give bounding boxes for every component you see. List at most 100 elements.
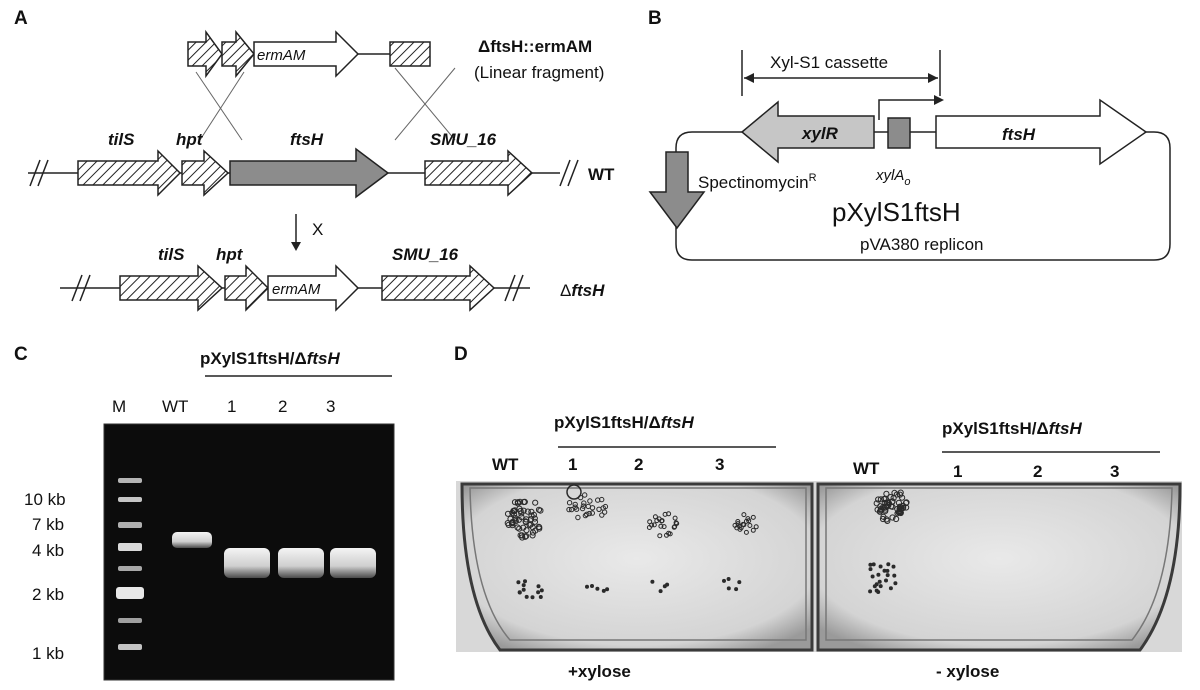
plate-right-lane-1: 1	[953, 462, 962, 481]
colony	[647, 519, 653, 525]
plate-left-header: pXylS1ftsH/ΔftsH	[554, 413, 694, 432]
plate-left-condition: +xylose	[568, 662, 631, 681]
mutant-locus: ermAM tilS hpt SMU_16	[60, 245, 530, 312]
fragment-note: (Linear fragment)	[474, 63, 604, 82]
marker-label-4kb: 4 kb	[32, 541, 64, 560]
colony	[522, 533, 529, 540]
lane-label-3: 3	[326, 397, 335, 416]
colony	[582, 492, 588, 498]
colony	[895, 499, 903, 506]
panel-b-letter: B	[648, 8, 662, 29]
colony	[885, 568, 890, 573]
mutant-smu16-arrow	[381, 264, 496, 312]
colony	[743, 518, 749, 524]
colony	[586, 510, 592, 517]
wt-tils-arrow	[77, 149, 182, 197]
colony	[878, 564, 883, 569]
mutant-label: ΔftsH	[560, 281, 605, 300]
colony	[651, 522, 657, 528]
colony	[870, 574, 875, 579]
colony	[504, 520, 511, 527]
colony	[738, 525, 744, 531]
gel-header: pXylS1ftsH/ΔftsH	[200, 349, 340, 368]
colony	[520, 498, 527, 506]
colony	[868, 562, 873, 567]
colony	[891, 564, 896, 569]
colony	[892, 573, 897, 578]
wt-label: WT	[588, 165, 615, 184]
recombination-cross: X	[312, 220, 323, 239]
plate-left-lane-1: 1	[568, 455, 577, 474]
colony	[587, 498, 593, 504]
band-wt	[172, 532, 212, 548]
marker-band-4kb	[118, 543, 142, 551]
plate-left-lane-2: 2	[634, 455, 643, 474]
colony	[664, 532, 669, 538]
fragment-smu16-block	[389, 41, 431, 67]
xylr-label: xylR	[801, 124, 839, 143]
colony	[877, 579, 882, 584]
colony	[876, 572, 881, 577]
colony	[524, 594, 529, 599]
colony	[516, 525, 523, 532]
colony	[519, 534, 526, 541]
mutant-smu16-label: SMU_16	[392, 245, 459, 264]
colony	[750, 527, 756, 533]
colony	[672, 524, 678, 530]
colony	[566, 500, 573, 506]
wt-smu16-label: SMU_16	[430, 130, 497, 149]
colony	[893, 515, 900, 523]
plasmid-name: pXylS1ftsH	[832, 197, 961, 227]
colony	[526, 522, 533, 529]
colony	[881, 495, 888, 503]
colony	[528, 508, 535, 515]
spectinomycin-label: SpectinomycinR	[698, 172, 817, 192]
colony	[658, 523, 664, 529]
marker-ladder	[116, 478, 144, 650]
band-1	[224, 548, 270, 578]
colony	[888, 586, 893, 591]
colony	[874, 582, 879, 587]
colony	[902, 499, 910, 507]
colony	[891, 489, 898, 496]
colony	[523, 533, 530, 540]
spectinomycin-arrow	[648, 151, 706, 230]
colony	[580, 503, 587, 509]
wt-ftsh-label: ftsH	[290, 130, 324, 149]
colony	[531, 515, 538, 522]
colony	[753, 524, 759, 530]
cassette-label: Xyl-S1 cassette	[770, 53, 888, 72]
colony	[868, 567, 873, 572]
colony	[521, 587, 526, 592]
colony	[868, 589, 873, 594]
marker-band-2kb	[116, 587, 144, 599]
colony	[520, 507, 527, 514]
colony	[893, 581, 898, 586]
marker-label-10kb: 10 kb	[24, 490, 66, 509]
colony	[529, 532, 536, 539]
colony	[536, 590, 541, 595]
lane-label-1: 1	[227, 397, 236, 416]
mutant-hpt-arrow	[224, 264, 270, 312]
colony	[646, 525, 652, 530]
colony	[741, 512, 747, 518]
wt-locus: tilS hpt ftsH SMU_16	[28, 130, 579, 199]
colony	[600, 505, 606, 511]
colony	[871, 562, 876, 567]
lane-label-wt: WT	[162, 397, 188, 416]
marker-label-7kb: 7 kb	[32, 515, 64, 534]
colony	[538, 595, 543, 599]
xyla-label: xylAo	[875, 167, 910, 188]
panel-d-letter: D	[454, 344, 468, 365]
colony	[573, 506, 580, 512]
linear-fragment: ermAM	[187, 29, 431, 79]
panel-d: D pXylS1ftsH/ΔftsH WT 1 2 3 pXylS1ftsH/Δ…	[454, 344, 1182, 681]
colony	[885, 573, 890, 578]
colony	[518, 513, 525, 521]
colony	[590, 584, 594, 588]
plate-left	[460, 482, 814, 652]
colony	[722, 578, 726, 583]
colony	[654, 518, 660, 524]
mutant-ermam-arrow	[267, 264, 360, 312]
colony	[524, 508, 531, 515]
